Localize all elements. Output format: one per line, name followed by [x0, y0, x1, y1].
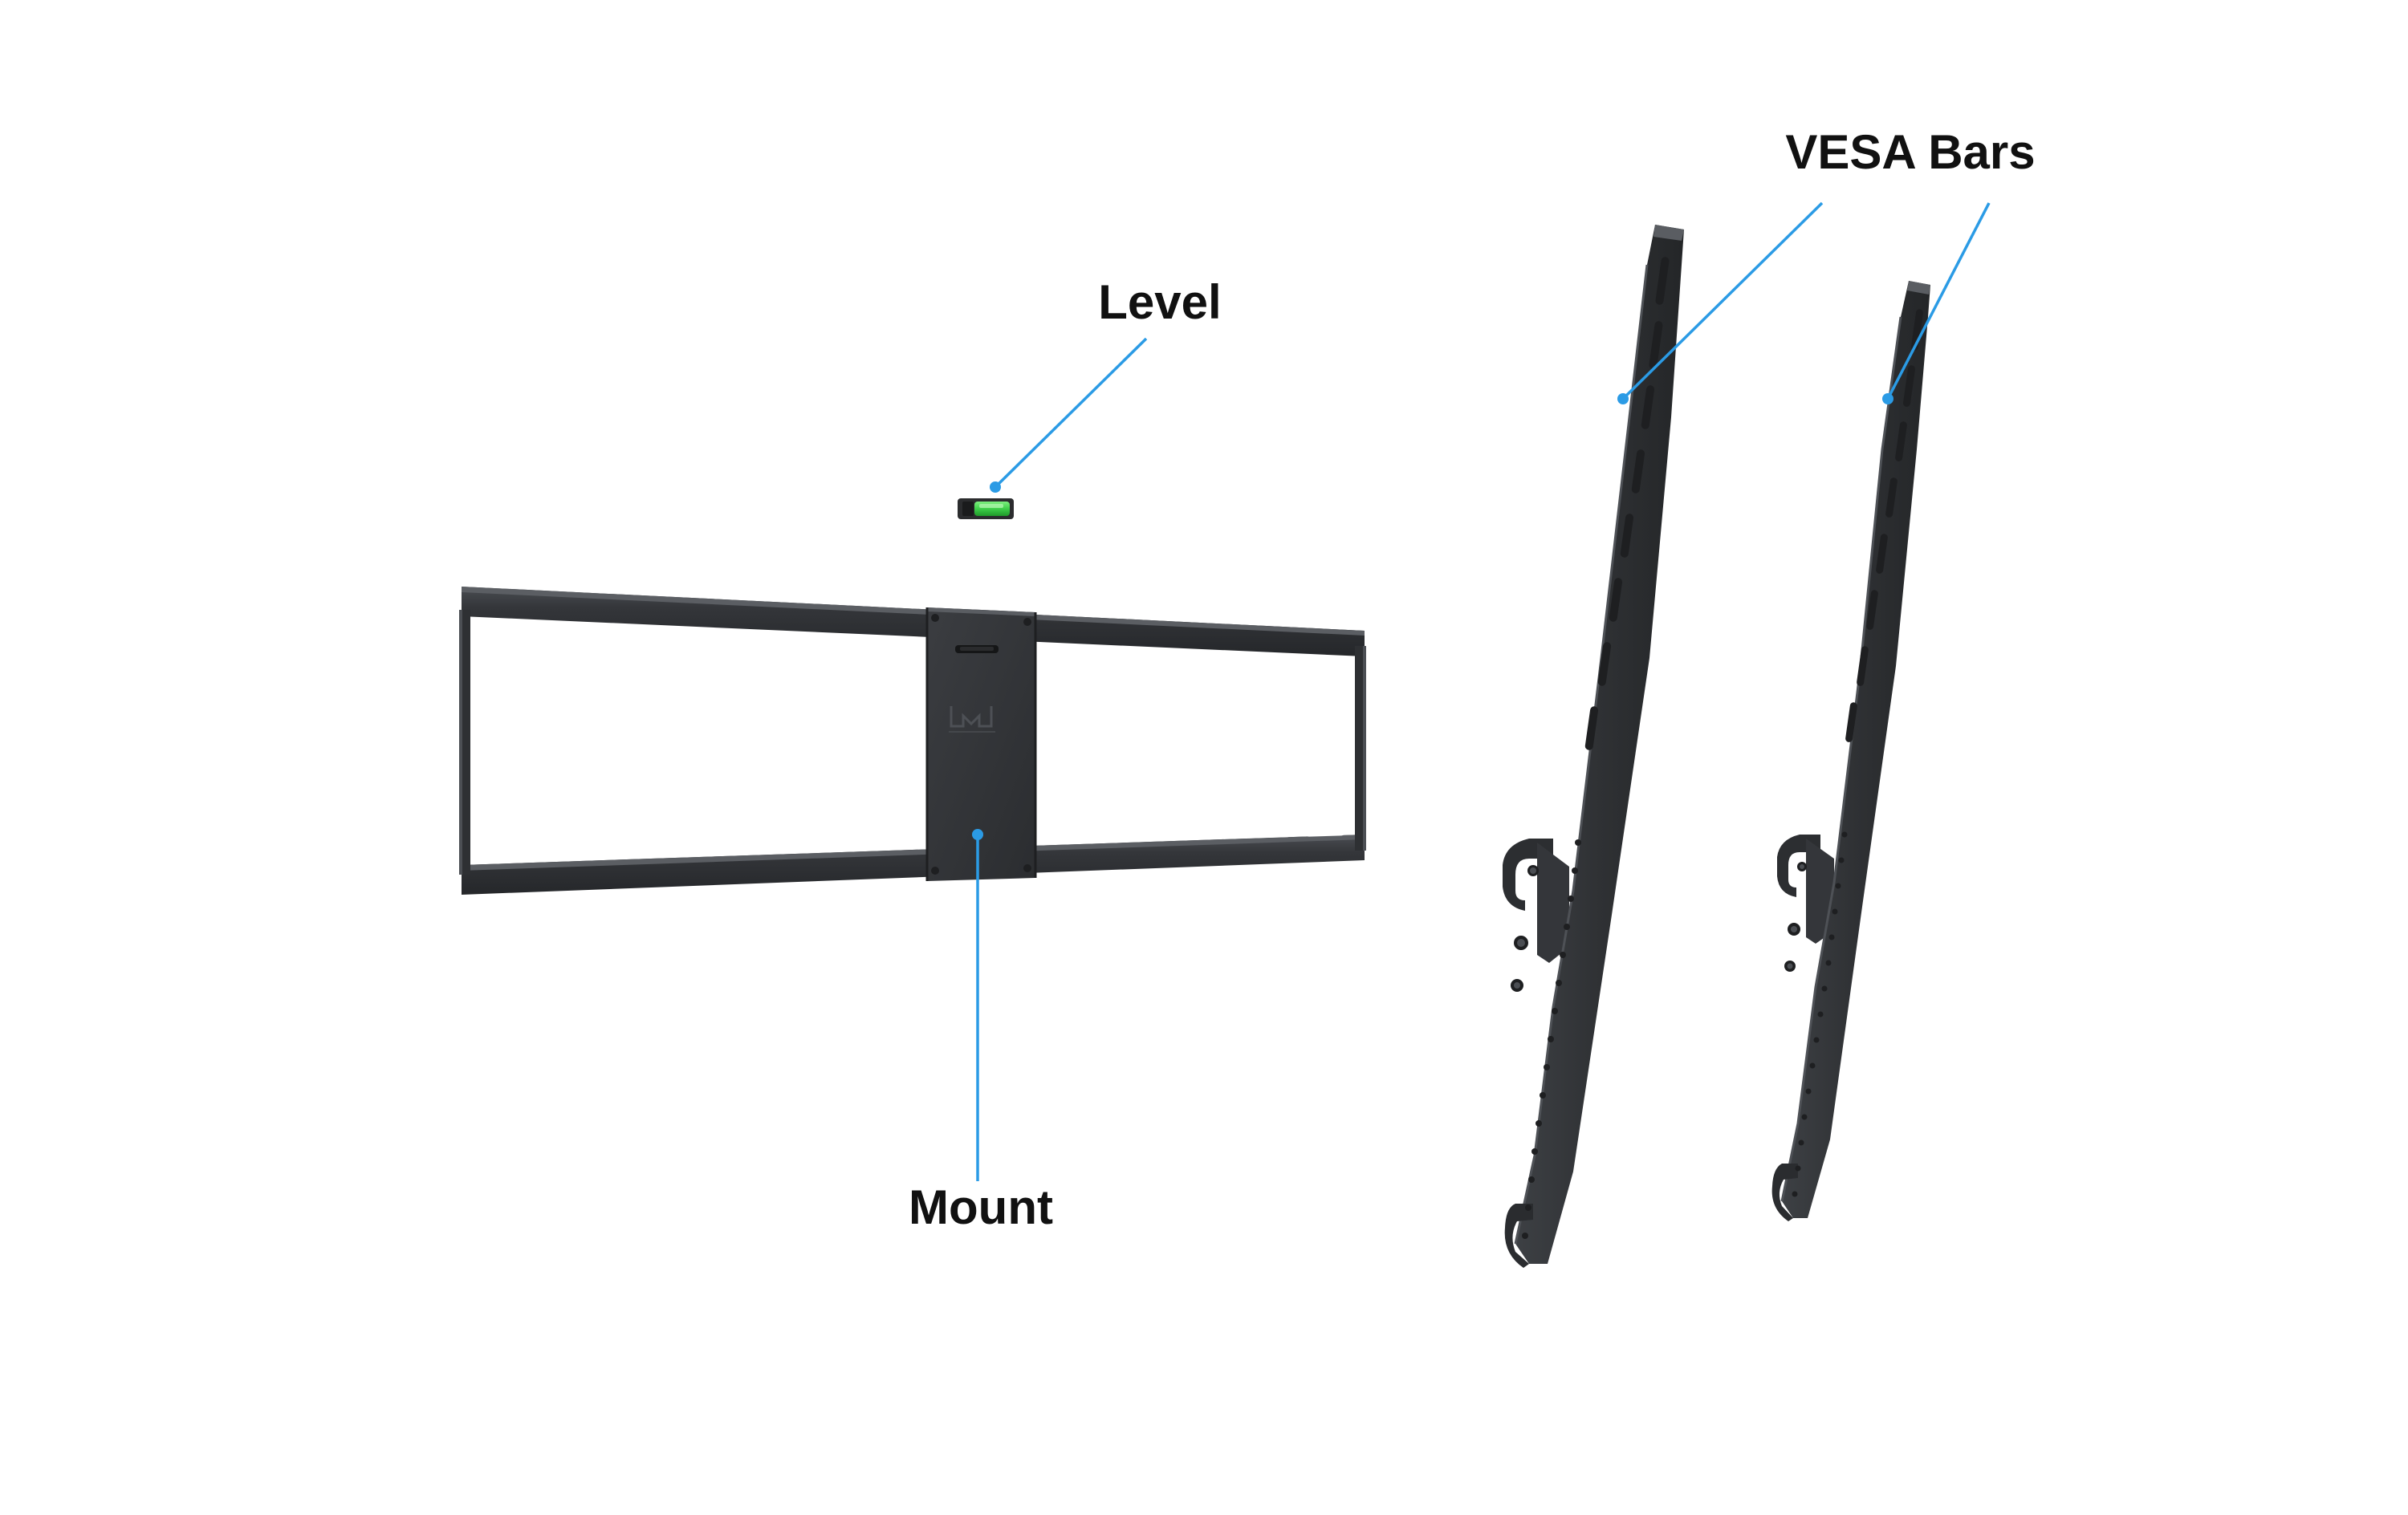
mount-top-rail — [462, 587, 1365, 656]
vesa-bar-left-holes — [1522, 839, 1581, 1239]
mount-top-slots-left — [477, 624, 889, 656]
vesa-bars-leader-left — [1617, 201, 1824, 404]
vesa-bars-label: VESA Bars — [1785, 125, 2035, 179]
vesa-bar-left — [1503, 225, 1684, 1268]
vesa-bars-leader-right — [1882, 202, 1991, 404]
wall-mount — [459, 587, 1366, 895]
mount-bottom-rail — [462, 835, 1365, 895]
mount-label: Mount — [909, 1180, 1053, 1234]
vesa-bar-right-slots — [1845, 309, 1923, 742]
vesa-bar-left-body — [1515, 225, 1684, 1264]
vesa-bar-left-slots — [1584, 257, 1670, 750]
level-label: Level — [1098, 275, 1221, 329]
mount-bottom-slots-right — [1047, 825, 1347, 843]
vesa-bar-right-body — [1782, 281, 1930, 1218]
leader-lines — [972, 201, 1991, 1181]
level-leader — [990, 337, 1148, 493]
mount-leader — [972, 829, 983, 1181]
level-device — [958, 498, 1014, 519]
mount-top-slots-right — [1047, 652, 1346, 675]
vesa-bar-right-holes — [1792, 831, 1848, 1197]
vesa-bar-right — [1771, 281, 1930, 1221]
mount-bottom-slots-left — [478, 837, 890, 863]
mount-center-plate — [925, 607, 1037, 881]
